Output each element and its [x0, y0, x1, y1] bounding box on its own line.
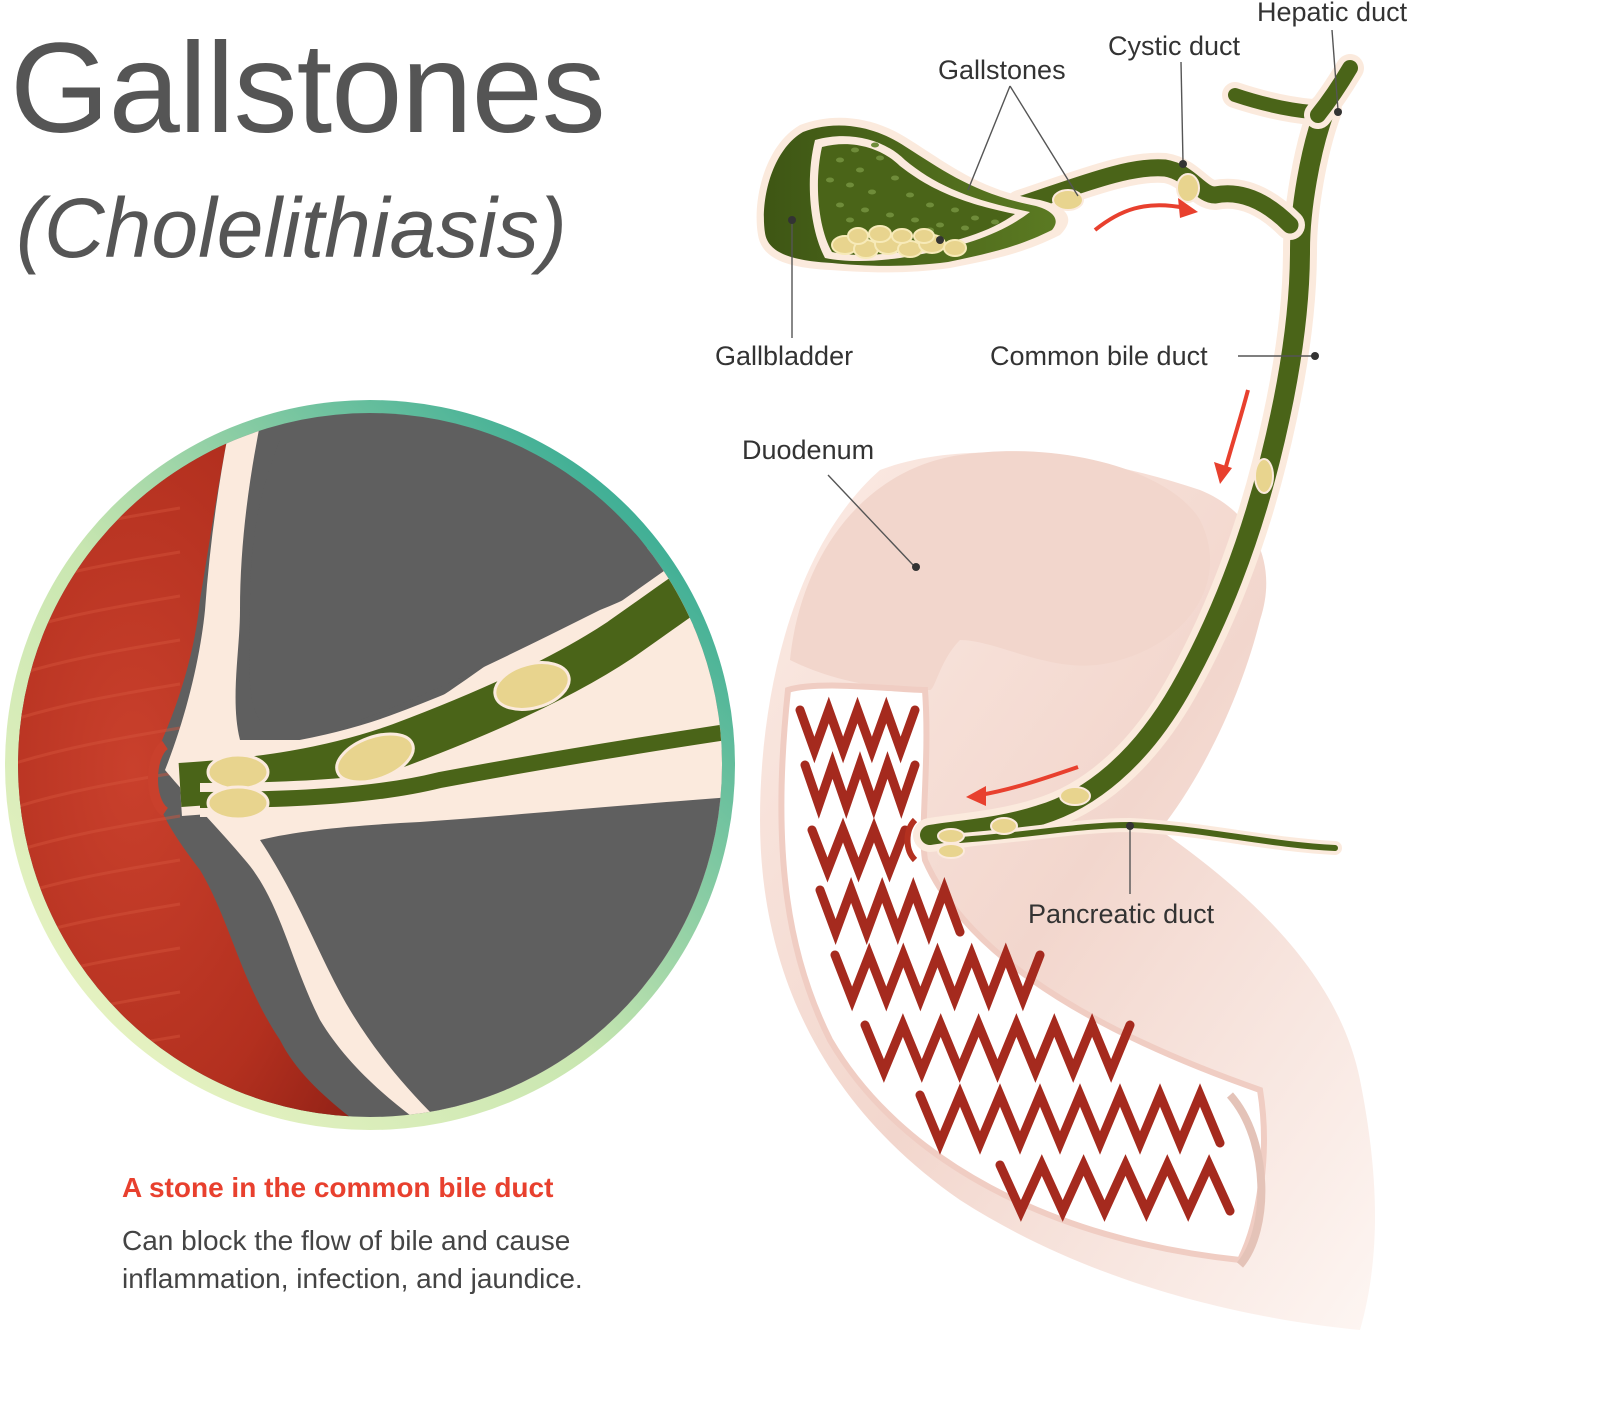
flow-arrow-common	[1223, 389, 1250, 471]
mucosa-speck	[906, 192, 914, 198]
zoom-stone-4	[493, 661, 571, 711]
duodenum-fold-row	[830, 942, 1045, 1012]
stone-cystic-duct	[1176, 173, 1200, 203]
hepatic-duct-right-branch-inner	[1310, 60, 1358, 123]
leader-dots	[788, 108, 1342, 830]
mucosa-speck	[861, 207, 869, 213]
zoom-papilla	[148, 740, 169, 817]
common-bile-duct	[920, 100, 1335, 845]
mucosa-speck	[826, 177, 834, 183]
mucosa-speck	[961, 225, 969, 231]
label-gallstones: Gallstones	[938, 55, 1066, 85]
leader-lines	[791, 29, 1339, 894]
mucosa-speck	[886, 212, 894, 218]
wall-fold-stripe	[18, 770, 181, 814]
caption-heading: A stone in the common bile duct	[122, 1172, 554, 1203]
wall-fold-stripe	[18, 1078, 181, 1117]
page-subtitle: (Cholelithiasis)	[16, 181, 567, 275]
mucosa-speck	[846, 182, 854, 188]
label-duodenum: Duodenum	[742, 435, 875, 465]
mucosa-speck	[871, 142, 879, 148]
label-gallbladder: Gallbladder	[715, 341, 854, 371]
flow-arrow-cystic-head	[1178, 198, 1198, 218]
zoom-pancreatic-duct	[199, 722, 722, 808]
duodenum	[760, 451, 1375, 1331]
wall-fold-stripe	[18, 726, 181, 770]
duodenum-fold-row	[807, 817, 910, 883]
page-title: Gallstones	[10, 17, 606, 160]
flow-arrows	[966, 198, 1250, 806]
mucosa-speck	[851, 147, 859, 153]
zoom-common-bile-duct	[178, 551, 722, 807]
ampulla-papilla	[904, 817, 918, 863]
caption-body: Can block the flow of bile and cause inf…	[122, 1225, 583, 1294]
label-cystic-duct: Cystic duct	[1108, 31, 1241, 61]
mucosa-speck	[836, 202, 844, 208]
mucosa-speck	[846, 217, 854, 223]
zoom-duodenal-wall	[18, 413, 380, 1117]
wall-fold-stripe	[18, 418, 181, 462]
duodenum-fold-row	[995, 1154, 1235, 1222]
duodenum-fold-row	[795, 696, 920, 764]
zoom-stone-1	[206, 753, 270, 791]
duodenum-inner-shadow	[1226, 1092, 1266, 1268]
mucosa-speck	[991, 219, 999, 225]
gallbladder	[756, 117, 1084, 273]
stone-lower-duct-1	[1059, 786, 1091, 806]
stone-lower-duct-2	[990, 817, 1018, 835]
duodenum-muscle-folds	[795, 696, 1235, 1222]
duodenum-fold-row	[815, 877, 965, 945]
gallbladder-stones	[831, 225, 967, 259]
mucosa-speck	[868, 189, 876, 195]
wall-fold-stripe	[18, 682, 181, 726]
stone-gallbladder-neck	[1052, 189, 1084, 211]
zoom-detail-circle	[5, 400, 735, 1130]
mucosa-speck	[951, 207, 959, 213]
duodenum-upper-bulge	[790, 451, 1211, 690]
stone-ampulla-2	[937, 843, 965, 859]
zoom-stone-2	[206, 785, 270, 821]
flow-arrow-common-head	[1214, 462, 1232, 484]
mucosa-speck	[911, 217, 919, 223]
label-pancreatic-duct: Pancreatic duct	[1028, 899, 1215, 929]
flow-arrow-cystic	[1093, 203, 1186, 232]
zoom-stone-3	[335, 732, 415, 784]
stone-common-bile-duct	[1254, 458, 1274, 494]
mucosa-speck	[856, 167, 864, 173]
mucosa-speck	[936, 222, 944, 228]
mucosa-speck	[876, 155, 884, 161]
mucosa-speck	[971, 215, 979, 221]
flow-arrow-duodenum	[979, 765, 1079, 797]
mucosa-speck	[891, 175, 899, 181]
label-hepatic-duct: Hepatic duct	[1257, 0, 1408, 27]
duodenum-fold-row	[915, 1083, 1225, 1155]
stone-ampulla-1	[937, 828, 965, 844]
mucosa-speck	[836, 157, 844, 163]
duodenum-fold-row	[860, 1013, 1135, 1083]
mucosa-speck	[926, 202, 934, 208]
flow-arrow-duodenum-head	[966, 786, 986, 806]
label-common-bile-duct: Common bile duct	[990, 341, 1208, 371]
duodenum-fold-row	[800, 751, 920, 819]
